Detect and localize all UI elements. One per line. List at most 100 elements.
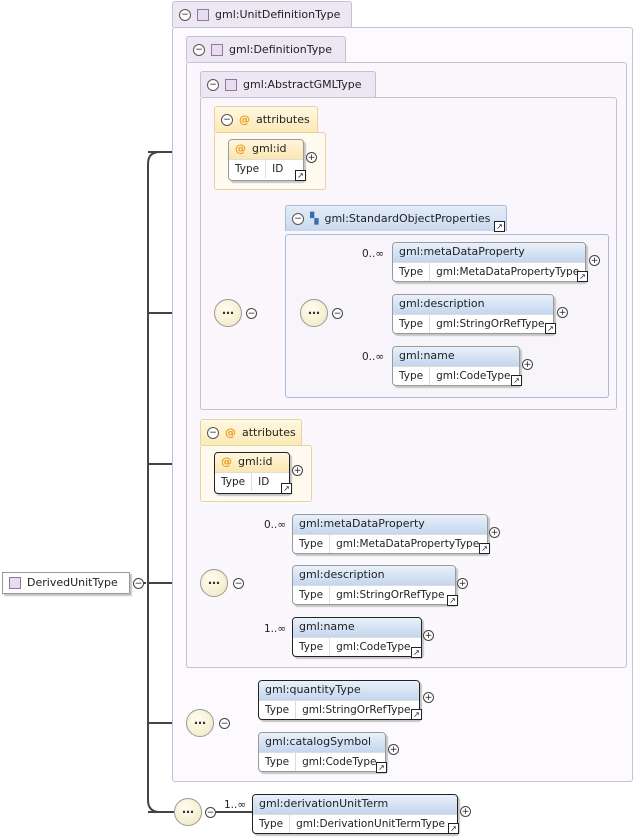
go-to-type-icon[interactable]: ↗ <box>511 375 522 386</box>
go-to-type-icon[interactable]: ↗ <box>448 823 459 834</box>
cardinality: 1..∞ <box>264 623 287 635</box>
unit-definition-type-tab[interactable]: − gml:UnitDefinitionType <box>172 1 352 27</box>
collapse-icon[interactable]: − <box>193 44 205 56</box>
type-label: Type <box>253 815 291 833</box>
element-name: gml:name <box>299 620 355 633</box>
expand-icon[interactable]: + <box>292 465 303 476</box>
element-name: gml:description <box>399 297 485 310</box>
go-to-type-icon[interactable]: ↗ <box>376 762 387 773</box>
type-value: gml:MetaDataPropertyType <box>436 266 580 278</box>
type-value: ID <box>258 476 270 488</box>
cardinality: 1..∞ <box>224 799 247 811</box>
sequence-icon[interactable]: ⋯ <box>200 569 228 597</box>
type-value: gml:DerivationUnitTermType <box>296 818 445 830</box>
collapse-icon[interactable]: − <box>292 213 304 225</box>
element-name: gml:metaDataProperty <box>299 517 425 530</box>
attribute-at-icon: @ <box>221 455 232 468</box>
collapse-icon[interactable]: − <box>207 79 219 91</box>
expand-icon[interactable]: + <box>457 578 468 589</box>
element-meta-data-property[interactable]: gml:metaDataProperty Type gml:MetaDataPro… <box>392 242 586 282</box>
attributes-tab[interactable]: −@ attributes <box>200 419 302 445</box>
type-square-icon <box>225 79 237 91</box>
element-name: gml:description <box>299 568 385 581</box>
type-label: Type <box>293 586 331 604</box>
group-ref-icon: ▚ <box>310 212 319 225</box>
root-label: DerivedUnitType <box>27 576 118 589</box>
type-label: Type <box>259 753 297 771</box>
element-name: gml:id <box>238 455 273 468</box>
go-to-type-icon[interactable]: ↗ <box>447 595 458 606</box>
element-name: gml:quantityType <box>265 683 361 696</box>
element-name: gml:metaDataProperty <box>399 245 525 258</box>
element-name: gml:name <box>399 349 455 362</box>
type-value: gml:CodeType <box>436 370 511 382</box>
collapse-icon[interactable]: − <box>233 578 244 589</box>
collapse-icon[interactable]: − <box>133 578 144 589</box>
group-label: gml:UnitDefinitionType <box>215 8 341 21</box>
type-value: gml:CodeType <box>302 756 377 768</box>
sequence-icon[interactable]: ⋯ <box>300 299 328 327</box>
collapse-icon[interactable]: − <box>219 718 230 729</box>
collapse-icon[interactable]: − <box>179 9 191 21</box>
expand-icon[interactable]: + <box>489 527 500 538</box>
sequence-icon[interactable]: ⋯ <box>174 798 202 826</box>
expand-icon[interactable]: + <box>423 630 434 641</box>
collapse-icon[interactable]: − <box>221 114 233 126</box>
group-label: gml:StandardObjectProperties <box>324 212 491 225</box>
type-label: Type <box>259 701 297 719</box>
cardinality: 0..∞ <box>362 248 385 260</box>
sequence-icon[interactable]: ⋯ <box>186 709 214 737</box>
expand-icon[interactable]: + <box>522 359 533 370</box>
go-to-type-icon[interactable]: ↗ <box>411 709 422 720</box>
abstract-gml-type-tab[interactable]: −gml:AbstractGMLType <box>200 71 376 97</box>
definition-type-tab[interactable]: −gml:DefinitionType <box>186 36 346 62</box>
element-description[interactable]: gml:description Type gml:StringOrRefType <box>292 565 456 605</box>
go-to-type-icon[interactable]: ↗ <box>295 170 306 181</box>
go-to-type-icon[interactable]: ↗ <box>545 323 556 334</box>
attribute-at-icon: @ <box>225 426 236 439</box>
standard-object-properties-tab[interactable]: −▚ gml:StandardObjectProperties <box>285 205 507 231</box>
element-quantity-type[interactable]: gml:quantityType Type gml:StringOrRefType <box>258 680 420 720</box>
collapse-icon[interactable]: − <box>246 308 257 319</box>
type-label: Type <box>393 263 431 281</box>
root-node[interactable]: DerivedUnitType <box>2 572 130 594</box>
type-value: ID <box>272 163 284 175</box>
go-to-type-icon[interactable]: ↗ <box>577 271 588 282</box>
element-derivation-unit-term[interactable]: gml:derivationUnitTerm Type gml:Derivatio… <box>252 794 458 834</box>
expand-icon[interactable]: + <box>589 255 600 266</box>
expand-icon[interactable]: + <box>557 307 568 318</box>
attribute-at-icon: @ <box>235 142 246 155</box>
expand-icon[interactable]: + <box>423 692 434 703</box>
type-label: Type <box>293 638 331 656</box>
element-name-node[interactable]: gml:name Type gml:CodeType <box>392 346 520 386</box>
type-label: Type <box>393 367 431 385</box>
sequence-icon[interactable]: ⋯ <box>214 299 242 327</box>
collapse-icon[interactable]: − <box>207 427 219 439</box>
collapse-icon[interactable]: − <box>332 308 343 319</box>
element-name: gml:catalogSymbol <box>265 735 372 748</box>
type-value: gml:StringOrRefType <box>302 704 411 716</box>
go-to-group-icon[interactable]: ↗ <box>494 221 505 232</box>
type-square-icon <box>211 44 223 56</box>
type-value: gml:StringOrRefType <box>336 589 445 601</box>
expand-icon[interactable]: + <box>388 744 399 755</box>
type-square-icon <box>197 9 209 21</box>
collapse-icon[interactable]: − <box>205 807 216 818</box>
type-value: gml:StringOrRefType <box>436 318 545 330</box>
type-square-icon <box>9 577 21 589</box>
go-to-type-icon[interactable]: ↗ <box>479 543 490 554</box>
expand-icon[interactable]: + <box>460 806 471 817</box>
go-to-type-icon[interactable]: ↗ <box>281 483 292 494</box>
element-catalog-symbol[interactable]: gml:catalogSymbol Type gml:CodeType <box>258 732 386 772</box>
expand-icon[interactable]: + <box>306 152 317 163</box>
element-name: gml:derivationUnitTerm <box>259 797 389 810</box>
go-to-type-icon[interactable]: ↗ <box>411 647 422 658</box>
attributes-tab[interactable]: −@attributes <box>214 106 318 132</box>
attributes-label: attributes <box>242 426 296 439</box>
attribute-at-icon: @ <box>239 113 250 126</box>
